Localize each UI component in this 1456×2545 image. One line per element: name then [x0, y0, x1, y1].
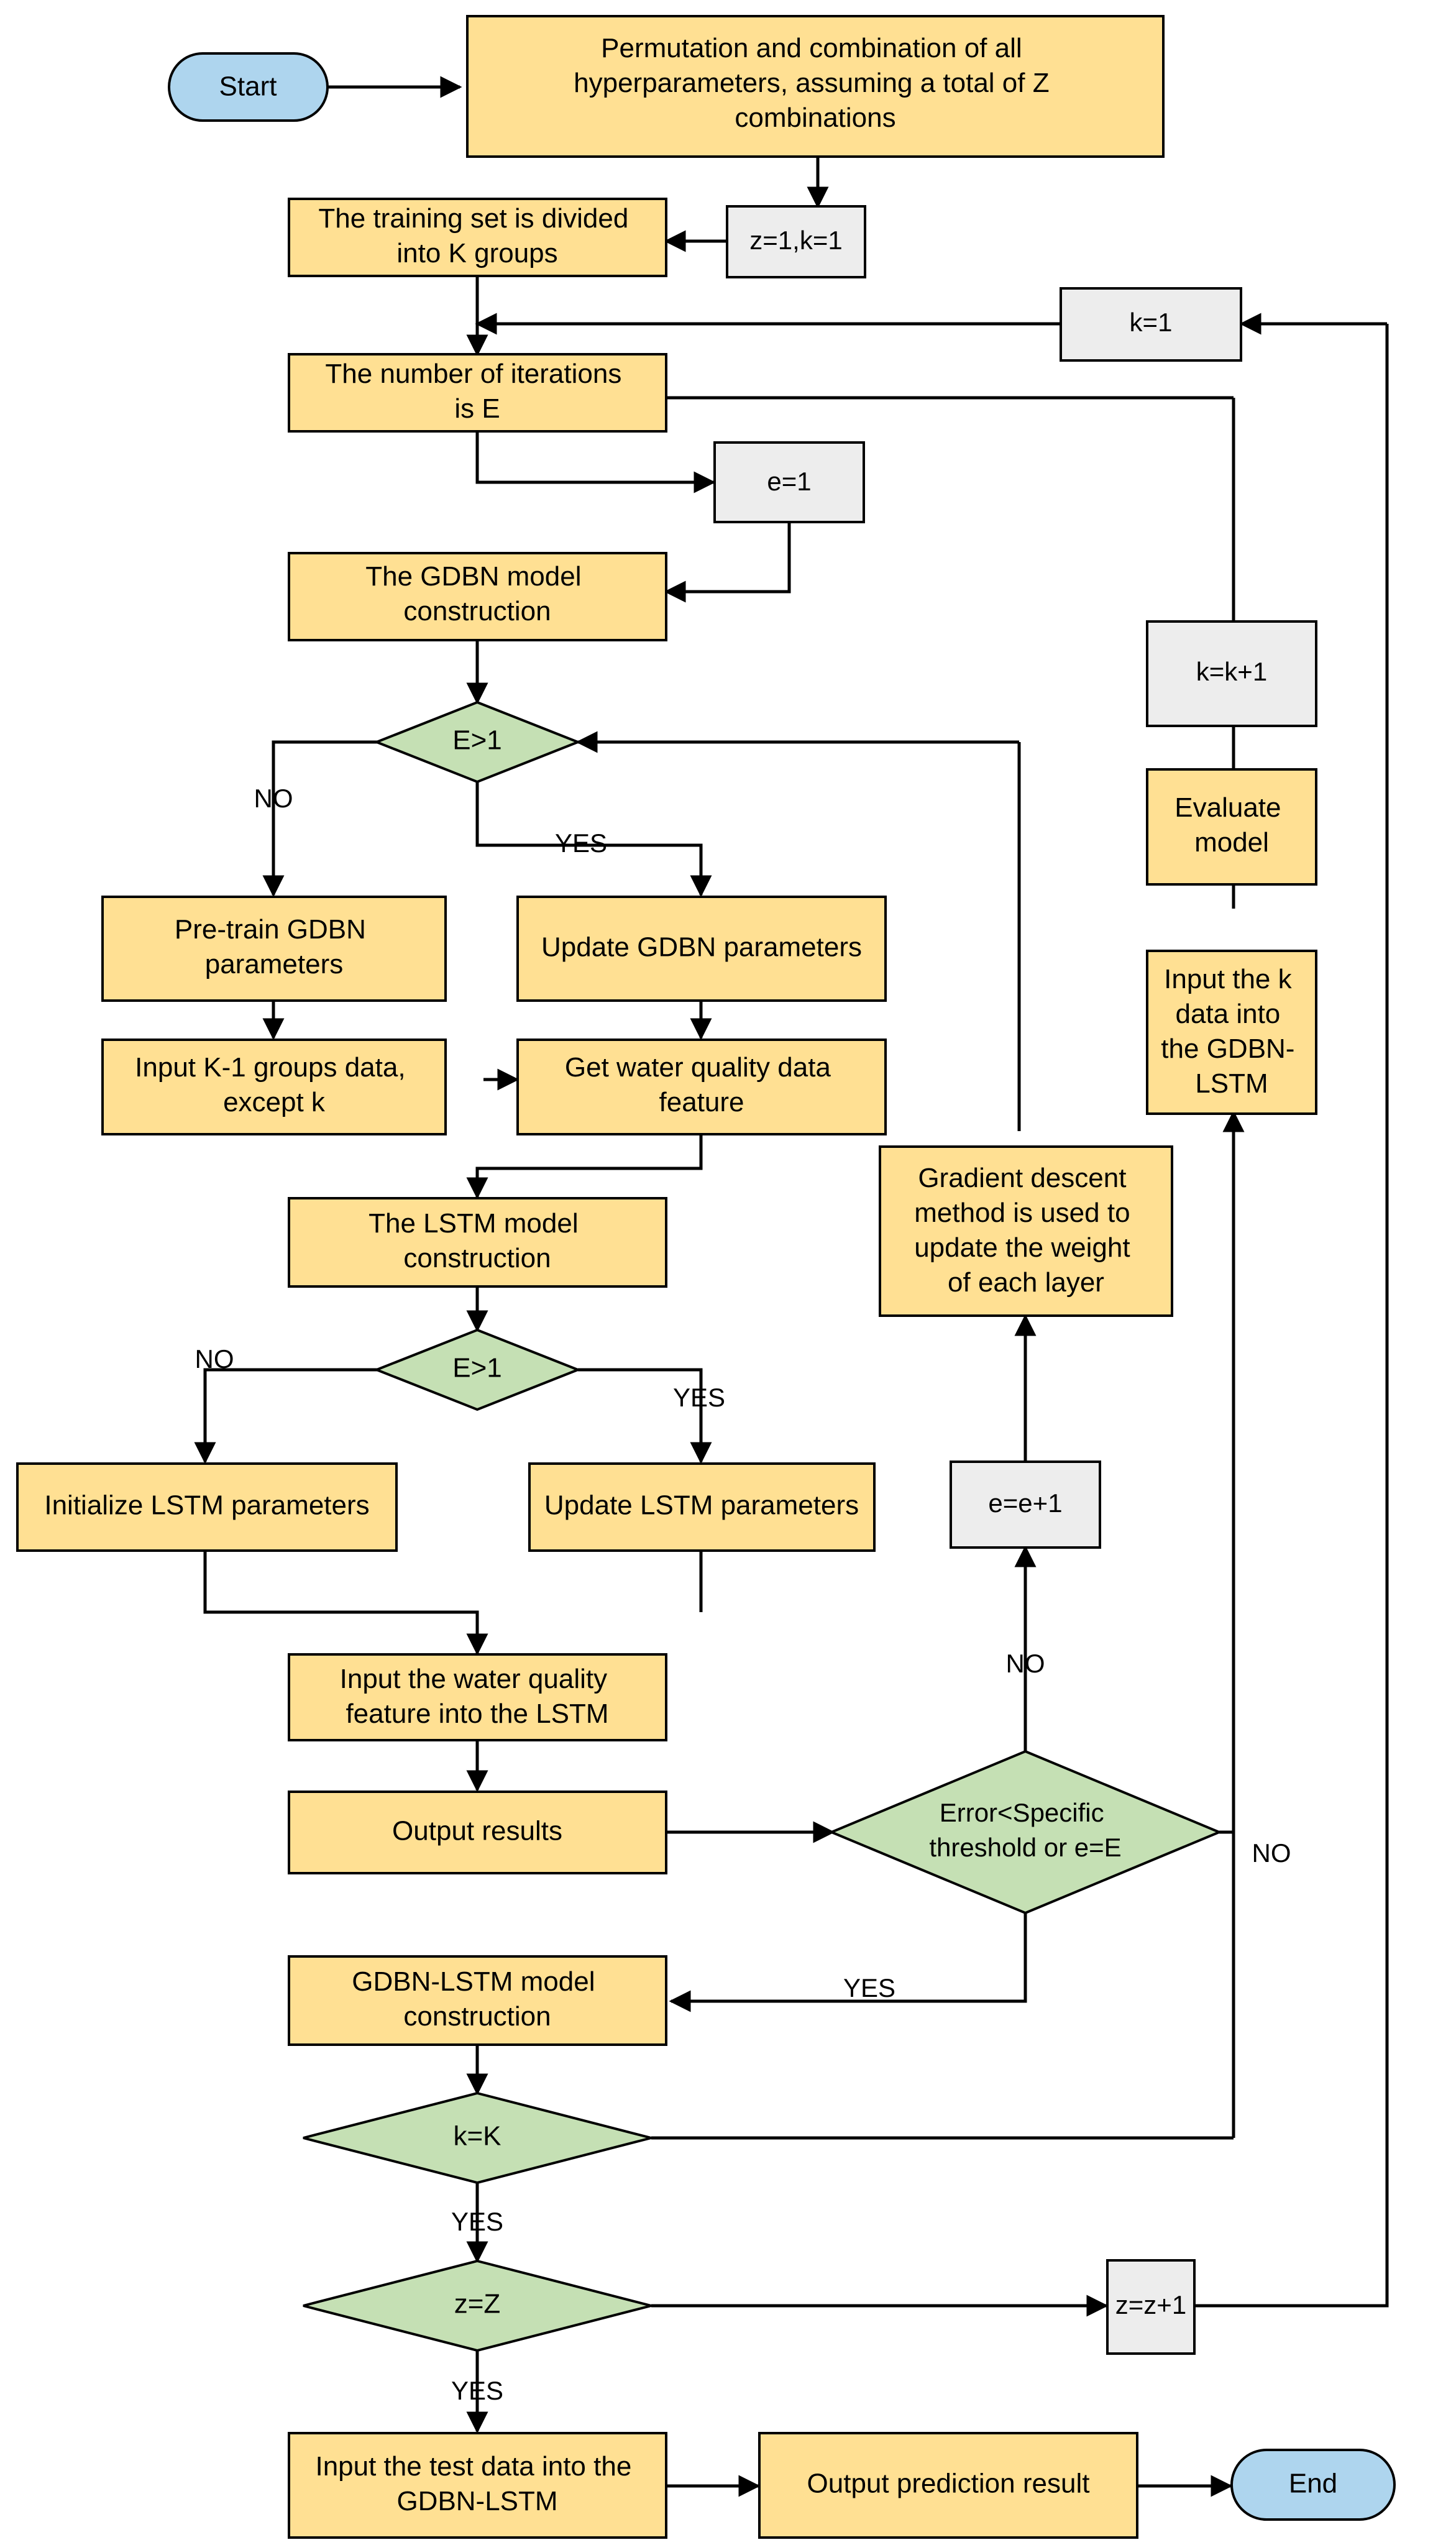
node-z1k1-label: z=1,k=1 [749, 226, 842, 255]
edge-label-lstm-yes: YES [673, 1383, 725, 1412]
node-decision-z-eq-Z[interactable]: z=Z [303, 2259, 652, 2352]
edge-lstm-no-to-init [194, 1368, 378, 1464]
node-pretrain-gdbn[interactable]: Pre-train GDBN parameters [101, 896, 447, 1002]
node-output-results[interactable]: Output results [288, 1791, 667, 1874]
edge-label-lstm-no: NO [195, 1344, 234, 1373]
node-pretrain-gdbn-label: Pre-train GDBN parameters [175, 914, 373, 979]
node-output-prediction[interactable]: Output prediction result [758, 2432, 1138, 2539]
edge-decision-yes-to-update [475, 782, 712, 897]
node-decision-error-label: Error<Specific threshold or e=E [929, 1798, 1121, 1862]
node-gdbn-lstm-construct[interactable]: GDBN-LSTM model construction [288, 1955, 667, 2046]
node-decision-k-eq-K-label: k=K [453, 2121, 501, 2152]
node-lstm-construct-label: The LSTM model construction [369, 1208, 586, 1273]
node-split-k-label: The training set is divided into K group… [318, 203, 636, 268]
node-k-plus-1[interactable]: k=k+1 [1146, 620, 1317, 727]
edge-label-z-yes: YES [451, 2376, 503, 2405]
node-e-plus-1-label: e=e+1 [988, 1488, 1062, 1518]
edge-label-k-yes: YES [451, 2207, 503, 2236]
edge-init-to-inputfeature [203, 1549, 488, 1656]
node-input-k-data[interactable]: Input the k data into the GDBN- LSTM [1146, 950, 1317, 1115]
node-decision-z-eq-Z-label: z=Z [454, 2289, 501, 2319]
node-evaluate-model-label: Evaluate model [1174, 792, 1288, 858]
node-gradient-descent[interactable]: Gradient descent method is used to updat… [879, 1145, 1173, 1317]
node-input-k1-groups[interactable]: Input K-1 groups data, except k [101, 1039, 447, 1135]
node-input-test-data[interactable]: Input the test data into the GDBN-LSTM [288, 2432, 667, 2539]
node-lstm-construct[interactable]: The LSTM model construction [288, 1197, 667, 1288]
node-input-k1-groups-label: Input K-1 groups data, except k [135, 1052, 413, 1117]
node-permutation-label: Permutation and combination of all hyper… [574, 33, 1057, 133]
edge-decision-no-to-pretrain [262, 740, 378, 897]
node-output-prediction-label: Output prediction result [807, 2469, 1090, 2499]
edge-e1-to-gdbn-construct [664, 522, 791, 603]
node-input-k-data-label: Input the k data into the GDBN- LSTM [1161, 964, 1302, 1099]
node-z-plus-1[interactable]: z=z+1 [1106, 2259, 1196, 2355]
node-update-gdbn-label: Update GDBN parameters [541, 932, 862, 963]
node-start-label: Start [219, 71, 277, 102]
node-init-lstm-label: Initialize LSTM parameters [44, 1490, 369, 1521]
node-gdbn-construct-label: The GDBN model construction [365, 561, 588, 626]
edge-zplus1-rail-up [1193, 324, 1389, 2308]
node-init-lstm[interactable]: Initialize LSTM parameters [16, 1462, 398, 1552]
node-e-plus-1[interactable]: e=e+1 [950, 1461, 1101, 1549]
node-output-results-label: Output results [392, 1816, 562, 1846]
node-update-gdbn[interactable]: Update GDBN parameters [516, 896, 887, 1002]
node-update-lstm[interactable]: Update LSTM parameters [528, 1462, 876, 1552]
node-decision-e-gt-1-lstm[interactable]: E>1 [373, 1328, 582, 1411]
node-decision-e-gt-1-lstm-label: E>1 [452, 1353, 502, 1383]
edge-error-yes-to-gdbnlstm [669, 1913, 1027, 2012]
node-get-feature[interactable]: Get water quality data feature [516, 1039, 887, 1135]
node-decision-k-eq-K[interactable]: k=K [303, 2091, 652, 2185]
node-input-feature-lstm[interactable]: Input the water quality feature into the… [288, 1653, 667, 1741]
edge-getfeature-to-lstm-construct [466, 1132, 703, 1199]
node-decision-error[interactable]: Error<Specific threshold or e=E [828, 1749, 1223, 1915]
edge-label-error-yes: YES [843, 1973, 895, 2002]
node-k-plus-1-label: k=k+1 [1196, 657, 1267, 686]
node-evaluate-model[interactable]: Evaluate model [1146, 768, 1317, 886]
node-end[interactable]: End [1230, 2449, 1396, 2521]
node-iterations-e-label: The number of iterations is E [325, 359, 629, 424]
node-input-test-data-label: Input the test data into the GDBN-LSTM [315, 2451, 639, 2516]
node-end-label: End [1289, 2469, 1337, 2499]
node-k1-label: k=1 [1130, 308, 1173, 337]
node-gradient-descent-label: Gradient descent method is used to updat… [914, 1163, 1138, 1298]
edge-label-k-no: NO [1252, 1838, 1291, 1868]
edge-error-right-rail [1219, 1830, 1235, 2056]
node-e1[interactable]: e=1 [713, 441, 865, 523]
node-k1[interactable]: k=1 [1060, 287, 1242, 362]
node-iterations-e[interactable]: The number of iterations is E [288, 353, 667, 433]
node-z-plus-1-label: z=z+1 [1115, 2290, 1186, 2319]
node-gdbn-lstm-construct-label: GDBN-LSTM model construction [352, 1966, 602, 2032]
node-gdbn-construct[interactable]: The GDBN model construction [288, 552, 667, 641]
node-z1k1[interactable]: z=1,k=1 [726, 205, 866, 278]
edge-label-error-no: NO [1006, 1649, 1045, 1678]
node-split-k[interactable]: The training set is divided into K group… [288, 198, 667, 277]
connector-layer [194, 76, 1389, 2497]
node-start[interactable]: Start [168, 52, 329, 122]
edge-lstm-yes-to-update [578, 1368, 712, 1464]
node-input-feature-lstm-label: Input the water quality feature into the… [340, 1664, 615, 1729]
node-decision-e-gt-1-gdbn-label: E>1 [452, 725, 502, 756]
node-decision-e-gt-1-gdbn[interactable]: E>1 [373, 700, 582, 784]
node-get-feature-label: Get water quality data feature [565, 1052, 838, 1117]
node-update-lstm-label: Update LSTM parameters [544, 1490, 859, 1521]
edge-iterations-to-e1 [475, 429, 716, 493]
edge-label-gdbn-no: NO [254, 784, 293, 813]
edge-label-gdbn-yes: YES [555, 828, 607, 858]
node-permutation[interactable]: Permutation and combination of all hyper… [466, 15, 1165, 158]
node-e1-label: e=1 [767, 467, 811, 496]
